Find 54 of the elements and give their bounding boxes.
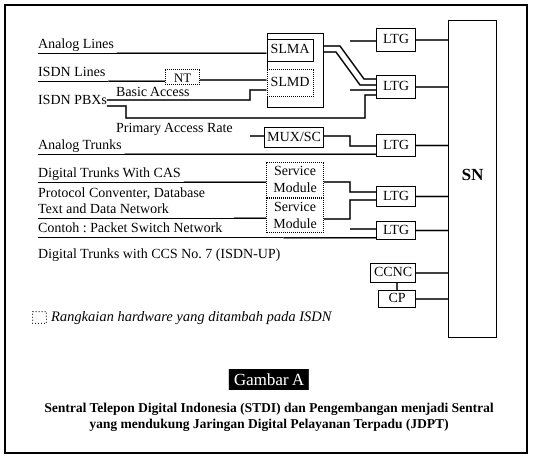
dotted-module-box: SLMD bbox=[266, 68, 314, 96]
connector-line bbox=[124, 154, 376, 155]
network-box: SN bbox=[448, 20, 497, 338]
connector-line bbox=[200, 79, 266, 81]
line-label: ISDN Lines bbox=[38, 65, 108, 82]
line-label: Digital Trunks With CAS bbox=[38, 166, 184, 183]
connector-line bbox=[324, 181, 376, 193]
connector-line bbox=[350, 40, 376, 42]
module-box: SLMA bbox=[266, 38, 314, 62]
connector-line bbox=[106, 89, 266, 101]
line-label: Analog Lines bbox=[38, 37, 117, 54]
connector-line bbox=[234, 218, 266, 219]
connector-line bbox=[416, 144, 448, 146]
ltg-box: LTG bbox=[376, 186, 416, 207]
dotted-module-box: Service Module bbox=[266, 198, 324, 233]
connector-line bbox=[106, 94, 376, 119]
module-box: MUX/SC bbox=[264, 127, 324, 148]
edge-label: Basic Access bbox=[115, 86, 190, 99]
group-frame bbox=[267, 33, 324, 108]
dotted-module-box: NT bbox=[165, 69, 200, 85]
connector-line bbox=[116, 52, 266, 54]
ltg-box: LTG bbox=[376, 28, 416, 52]
connector-line bbox=[416, 272, 448, 274]
ltg-box: LTG bbox=[376, 134, 416, 157]
connector-line bbox=[416, 298, 448, 300]
figure-title: Gambar A bbox=[228, 369, 310, 390]
edge-label: Primary Access Rate bbox=[115, 122, 234, 135]
connector-line bbox=[324, 45, 376, 80]
connector-line bbox=[396, 283, 398, 290]
node-note: Contoh : Packet Switch Network bbox=[38, 221, 222, 237]
connector-line bbox=[283, 237, 376, 238]
figure-caption: Sentral Telepon Digital Indonesia (STDI) dan Pengembangan menjadi Sentral yang mendukung Jaringan Digital Pelayanan Terpadu (JDPT) bbox=[43, 400, 495, 432]
connector-line bbox=[416, 39, 448, 41]
line-label: Protocol Conventer, Database Text and Data Network bbox=[38, 186, 234, 219]
connector-line bbox=[108, 80, 165, 82]
connector-line bbox=[324, 51, 376, 86]
connector-line bbox=[184, 182, 266, 183]
connector-line bbox=[416, 196, 448, 198]
module-box: CP bbox=[378, 290, 416, 308]
ltg-box: LTG bbox=[376, 221, 416, 240]
legend-text: Rangkaian hardware yang ditambah pada ISDN bbox=[51, 309, 332, 326]
module-box: CCNC bbox=[370, 263, 416, 283]
connector-line bbox=[324, 135, 376, 147]
line-label: Digital Trunks with CCS No. 7 (ISDN-UP) bbox=[38, 237, 284, 263]
line-label: Analog Trunks bbox=[38, 138, 125, 155]
connector-line bbox=[350, 228, 376, 230]
ltg-box: LTG bbox=[376, 75, 416, 99]
dotted-module-box: Service Module bbox=[266, 162, 324, 198]
connector-line bbox=[416, 230, 448, 232]
line-label: ISDN PBXs bbox=[38, 93, 107, 109]
connector-line bbox=[324, 199, 376, 220]
connector-line bbox=[416, 86, 448, 88]
connector-line bbox=[250, 135, 264, 137]
connector-line bbox=[350, 89, 376, 91]
